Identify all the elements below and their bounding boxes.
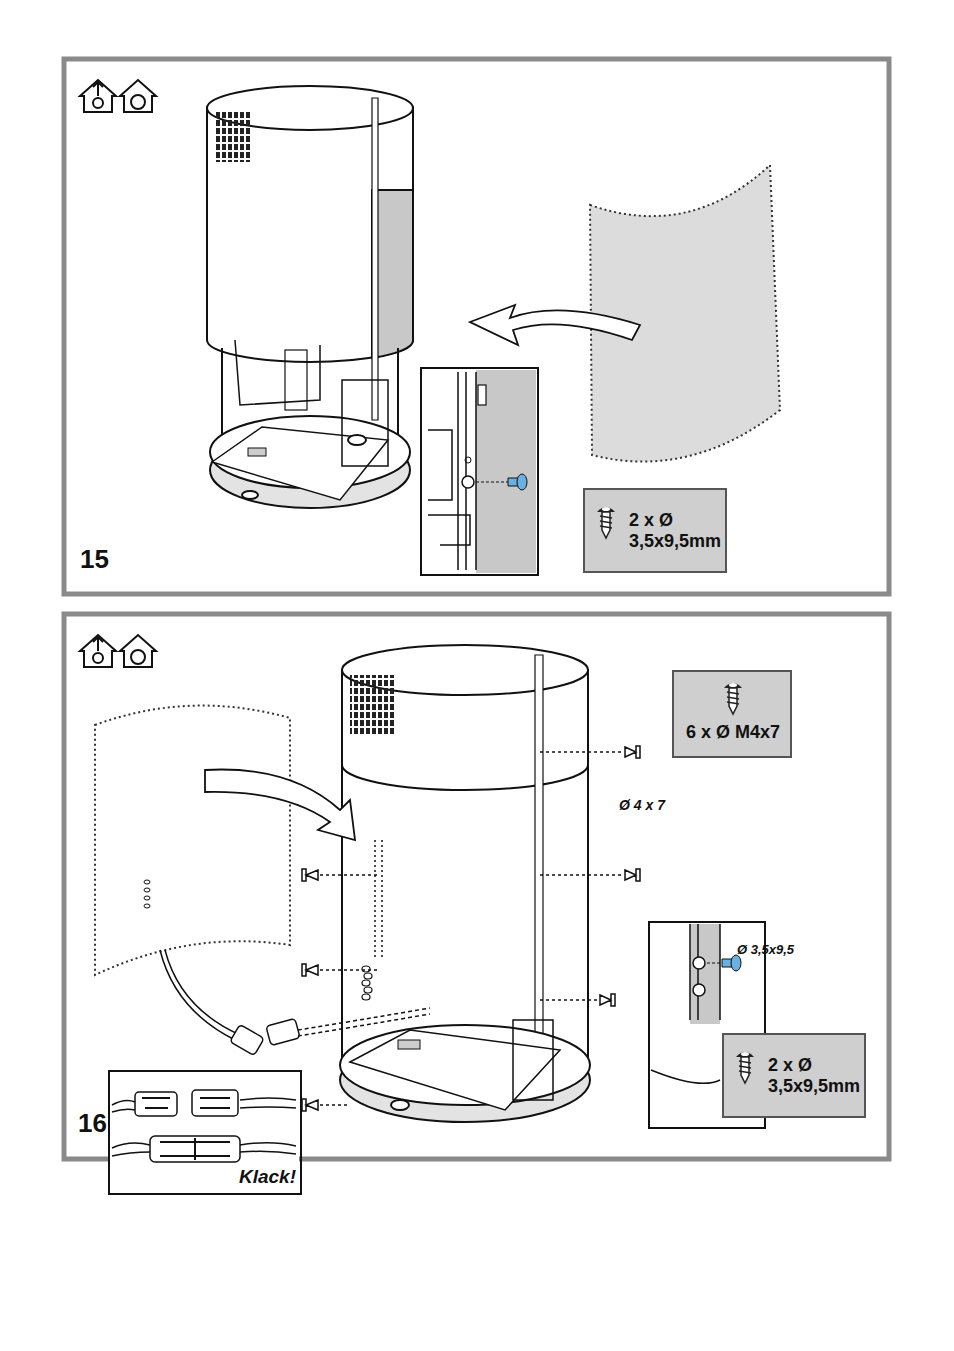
screw-icon	[595, 502, 617, 540]
sound-word: Klack!	[210, 1166, 296, 1188]
screw-spec-box: 6 x Ø M4x7	[672, 670, 792, 758]
dimension-label: Ø 4 x 7	[619, 797, 665, 813]
connector-detail	[109, 1071, 299, 1194]
cover-panel	[590, 165, 780, 462]
screw-icon	[734, 1047, 756, 1085]
step-number: 15	[80, 544, 109, 575]
cover-panel	[95, 706, 290, 975]
screws	[302, 746, 640, 1111]
connector-inset: Klack!	[108, 1070, 302, 1195]
screw-slot	[602, 507, 610, 511]
screw-icon	[722, 678, 744, 716]
move-arrow	[470, 305, 640, 345]
hood-16	[340, 645, 590, 1122]
screw-spec-box: 2 x Ø 3,5x9,5mm	[583, 488, 727, 573]
cable	[160, 950, 430, 1056]
screw-spec: 2 x Ø 3,5x9,5mm	[629, 510, 721, 551]
screw-spec-box: 2 x Ø 3,5x9,5mm	[722, 1033, 866, 1118]
panel-holes	[144, 880, 150, 908]
step-frame	[64, 59, 889, 594]
screw-spec: 6 x Ø M4x7	[680, 722, 786, 743]
screw-slot	[729, 683, 737, 687]
mode-icons	[80, 80, 156, 667]
detail-inset	[421, 368, 538, 575]
screw-slot	[741, 1052, 749, 1056]
step-number: 16	[78, 1108, 107, 1139]
dimension-label: Ø 3,5x9,5	[737, 942, 794, 957]
hood-15	[207, 86, 413, 508]
screw-thread	[739, 1061, 751, 1073]
screw-spec: 2 x Ø 3,5x9,5mm	[768, 1055, 860, 1096]
screw-thread	[600, 516, 612, 528]
screw-thread	[727, 692, 739, 704]
move-arrow	[205, 770, 355, 841]
